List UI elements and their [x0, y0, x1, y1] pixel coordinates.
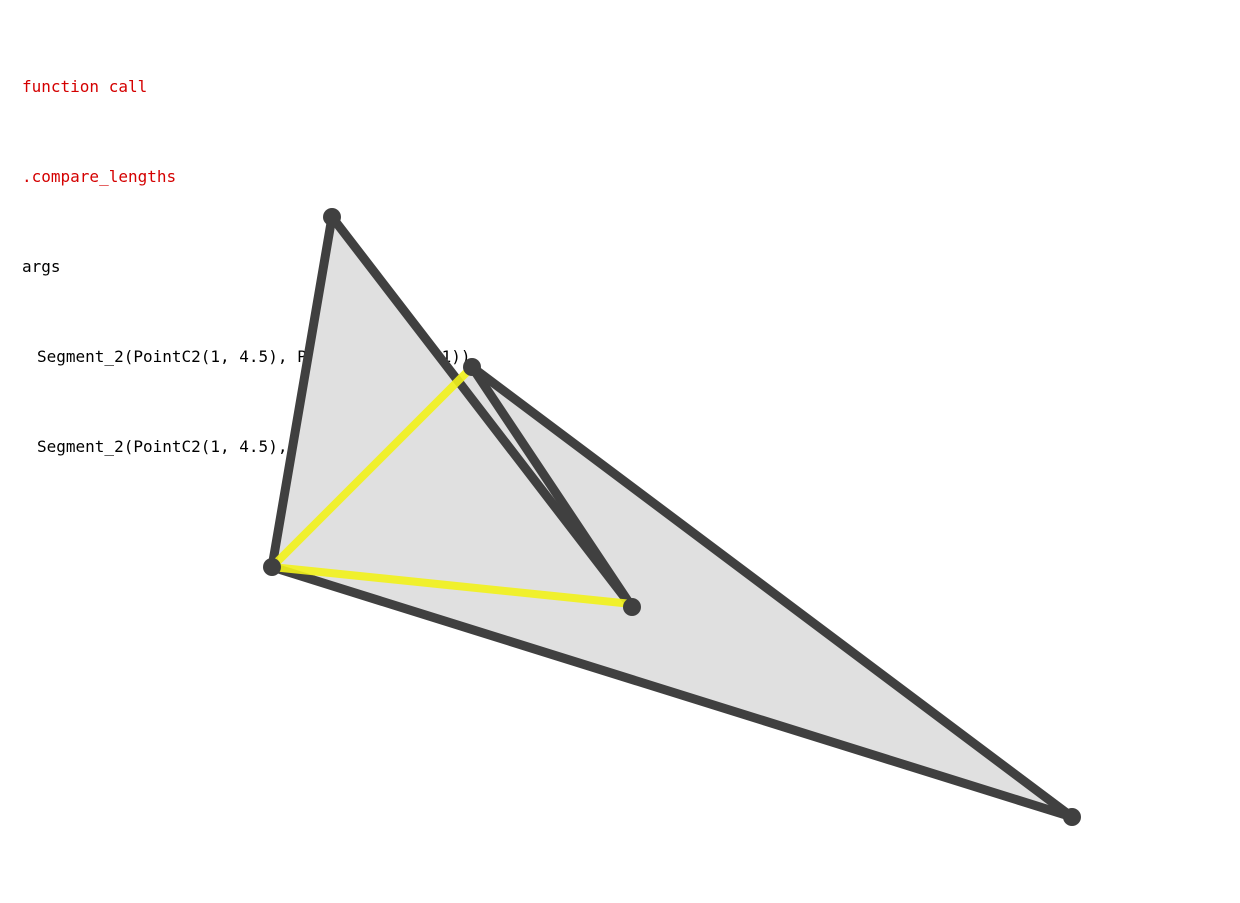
edge-inner-to-middle: [467, 362, 637, 612]
vertex-top: [323, 208, 341, 226]
method-name: .compare_lengths: [22, 167, 177, 186]
compared-segment-2: [269, 366, 473, 570]
triangle-lower: [272, 367, 1072, 817]
args-label: args: [22, 257, 61, 276]
compared-segment-1: [271, 563, 633, 608]
edge-top-to-middle: [327, 212, 637, 612]
vertex-middle: [623, 598, 641, 616]
edge-top-to-left: [267, 212, 337, 572]
edge-inner-to-bottom-right: [467, 362, 1077, 822]
edge-left-to-bottom-right: [267, 562, 1077, 822]
vertex-left: [263, 558, 281, 576]
vertex-inner: [463, 358, 481, 376]
vertex-bottom-right: [1063, 808, 1081, 826]
call-title: function call: [22, 77, 148, 96]
